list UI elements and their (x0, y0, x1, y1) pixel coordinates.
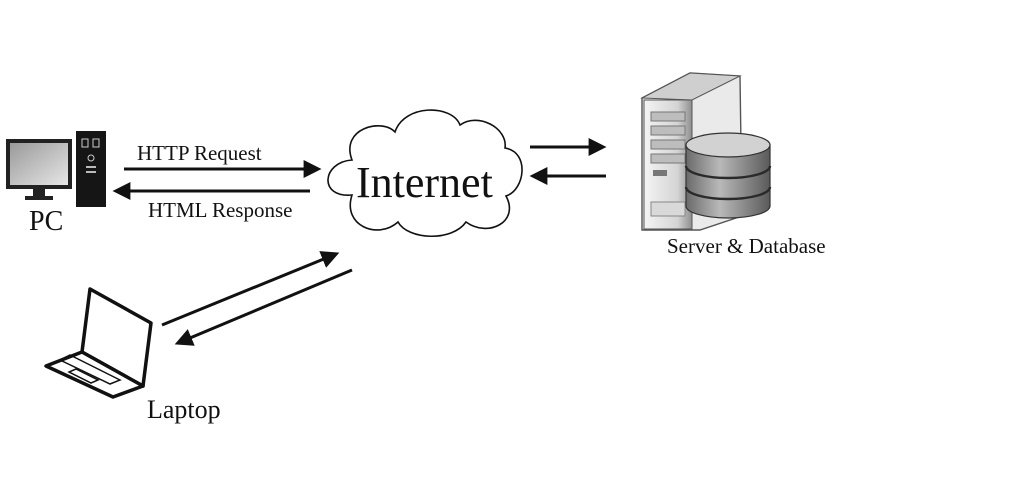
laptop-icon (44, 287, 153, 399)
server-database-icon (640, 72, 772, 231)
internet-label: Internet (356, 158, 493, 207)
internet-to-laptop-arrow (174, 268, 353, 346)
html-response-label: HTML Response (148, 198, 293, 222)
desktop-computer-icon (6, 131, 106, 207)
laptop-label: Laptop (147, 395, 221, 424)
laptop-to-internet-arrow (161, 251, 340, 327)
cloud-icon (327, 109, 523, 238)
server-database-label: Server & Database (667, 234, 826, 258)
http-request-label: HTTP Request (137, 141, 262, 165)
pc-label: PC (29, 206, 64, 237)
